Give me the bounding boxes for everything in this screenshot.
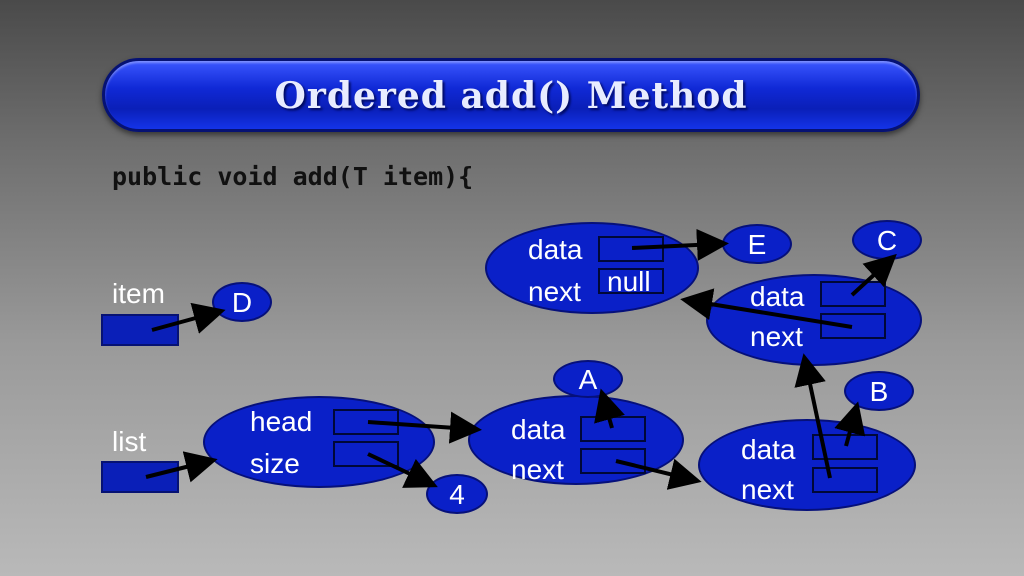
arrow-b-next-to-c (794, 353, 832, 479)
arrow-a-data-to-a (594, 388, 625, 429)
node-a-next-label: next (511, 454, 564, 485)
item-pointer-box (101, 314, 179, 346)
node-e-null-text: null (607, 266, 651, 297)
arrow-a-next-to-b (615, 458, 702, 490)
arrow-b-data-to-b (834, 401, 866, 447)
size-value-bubble: 4 (426, 474, 488, 514)
value-bubble-d: D (212, 282, 272, 322)
node-e-next-field (598, 268, 664, 294)
code-signature: public void add(T item){ (112, 162, 474, 191)
node-a-data-label: data (511, 414, 566, 445)
arrow-e-data-to-e (631, 228, 729, 261)
node-b-next-field (812, 467, 878, 493)
node-b-data-label: data (741, 434, 796, 465)
arrow-c-next-to-e (680, 288, 853, 329)
size-label: size (250, 448, 300, 479)
node-e-next-label: next (528, 276, 581, 307)
node-c-next-label: next (750, 321, 803, 352)
slide-title: Ordered add() Method (274, 75, 748, 117)
size-field (333, 441, 399, 467)
value-bubble-e: E (722, 224, 792, 264)
title-banner: Ordered add() Method (102, 58, 920, 132)
arrow-item-to-d (151, 302, 226, 334)
list-label: list (112, 426, 147, 457)
head-label: head (250, 406, 313, 437)
value-bubble-c: C (852, 220, 922, 260)
arrow-c-data-to-c (850, 253, 897, 297)
node-a-next-field (580, 448, 646, 474)
list-pointer-box (101, 461, 179, 493)
node-b-next-label: next (741, 474, 794, 505)
item-label: item (112, 278, 165, 309)
node-e-data-label: data (528, 234, 583, 265)
arrow-list-to-object (145, 451, 218, 483)
arrow-size-to-4 (367, 452, 438, 488)
node-c-next-field (820, 313, 886, 339)
value-bubble-b: B (844, 371, 914, 411)
node-c-data-label: data (750, 281, 805, 312)
arrow-head-to-a (367, 411, 482, 444)
node-b (698, 419, 916, 511)
